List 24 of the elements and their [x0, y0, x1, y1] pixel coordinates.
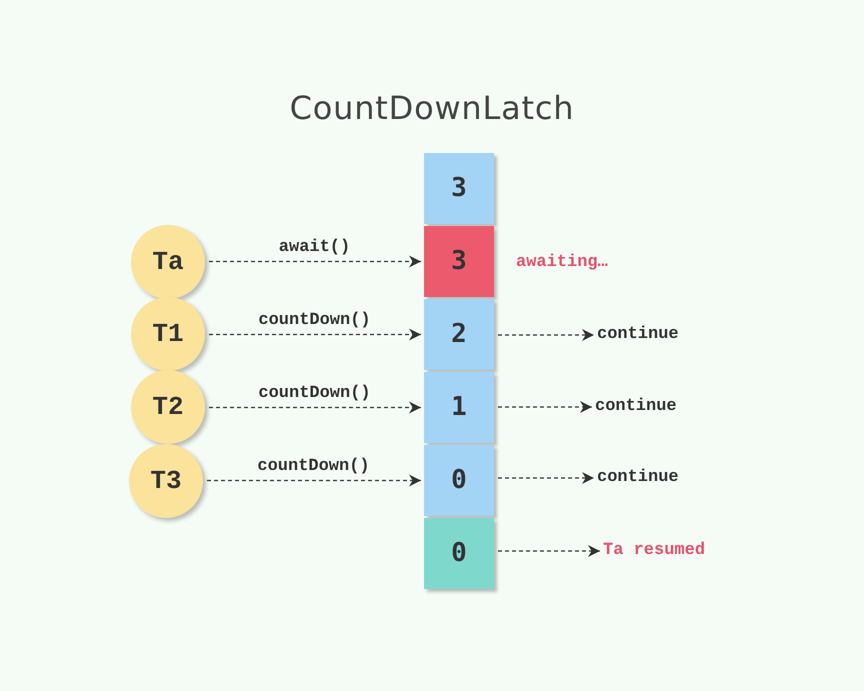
- edge-label: await(): [278, 236, 350, 258]
- counter-cell: 3: [424, 226, 494, 297]
- counter-cell: 1: [424, 372, 494, 443]
- dashed-arrow: [207, 474, 421, 486]
- status-text: awaiting…: [516, 252, 608, 274]
- dashed-arrow: [209, 256, 421, 268]
- counter-cell: 2: [424, 299, 494, 370]
- dashed-arrow: [209, 402, 421, 414]
- edge-label: countDown(): [257, 456, 370, 478]
- dashed-arrow: [498, 472, 594, 484]
- dashed-arrow: [209, 328, 421, 340]
- counter-cell: 3: [424, 153, 494, 224]
- status-text: continue: [597, 466, 701, 490]
- counter-cell: 0: [424, 445, 494, 516]
- edge-label: countDown(): [258, 382, 371, 404]
- dashed-arrow: [498, 329, 594, 341]
- status-text: continue: [597, 323, 701, 347]
- status-text: Ta resumed: [603, 539, 733, 563]
- edge-label: countDown(): [258, 310, 371, 332]
- dashed-arrow: [498, 401, 592, 413]
- dashed-arrow: [498, 545, 600, 557]
- diagram-title: CountDownLatch: [290, 88, 574, 129]
- counter-cell: 0: [424, 518, 494, 589]
- status-text: continue: [595, 395, 699, 419]
